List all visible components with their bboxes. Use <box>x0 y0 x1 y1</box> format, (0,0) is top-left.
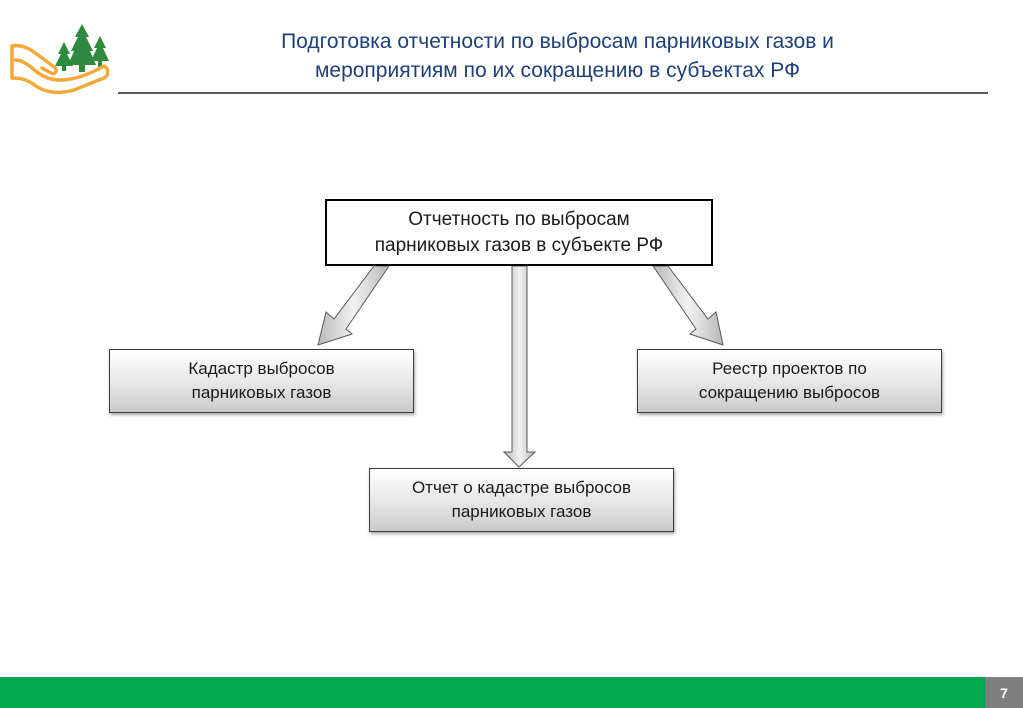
node-cadastre-report: Отчет о кадастре выбросов парниковых газ… <box>369 468 674 532</box>
title-divider <box>118 92 988 94</box>
slide-title-line-2: мероприятиям по их сокращению в субъекта… <box>314 59 801 82</box>
arrow-to-middle-box <box>502 265 537 468</box>
slide-title: Подготовка отчетности по выбросам парник… <box>200 27 915 85</box>
node-emissions-cadastre-line-2: парниковых газов <box>191 383 332 402</box>
node-cadastre-report-line-1: Отчет о кадастре выбросов <box>411 478 632 497</box>
footer-bar <box>0 677 985 708</box>
node-projects-registry: Реестр проектов по сокращению выбросов <box>637 349 942 413</box>
arrow-to-left-box <box>317 265 390 346</box>
hand-trees-logo-icon <box>10 24 110 95</box>
node-cadastre-report-line-2: парниковых газов <box>451 502 592 521</box>
node-emissions-cadastre-line-1: Кадастр выбросов <box>188 359 335 378</box>
root-node-reporting: Отчетность по выбросам парниковых газов … <box>325 199 713 266</box>
node-projects-registry-line-2: сокращению выбросов <box>698 383 881 402</box>
page-number-badge: 7 <box>985 677 1023 708</box>
slide-title-line-1: Подготовка отчетности по выбросам парник… <box>281 30 834 53</box>
root-node-line-2: парниковых газов в субъекте РФ <box>374 234 664 256</box>
node-projects-registry-line-1: Реестр проектов по <box>712 359 867 378</box>
arrow-to-right-box <box>652 265 724 346</box>
root-node-line-1: Отчетность по выбросам <box>408 208 630 230</box>
node-emissions-cadastre: Кадастр выбросов парниковых газов <box>109 349 414 413</box>
page-number: 7 <box>1000 684 1008 701</box>
